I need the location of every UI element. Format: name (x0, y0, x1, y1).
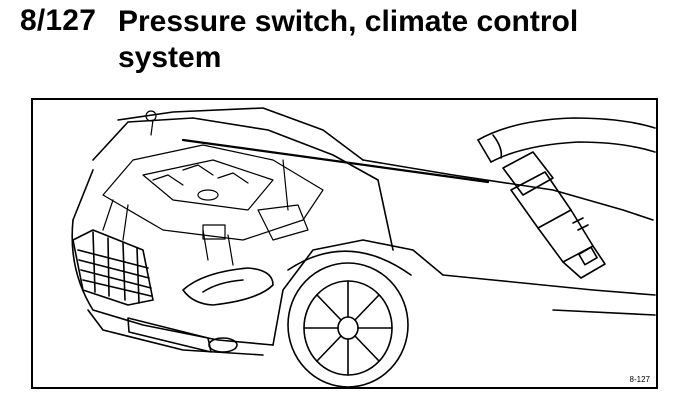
leader-line (181, 138, 490, 184)
wheel (287, 250, 412, 387)
figure-reference: 8-127 (629, 375, 650, 384)
engine-bay (102, 110, 324, 266)
pressure-switch-detail (477, 117, 656, 279)
illustration-frame: 8-127 (31, 98, 658, 389)
car-body (71, 107, 656, 356)
car-illustration (71, 107, 656, 387)
section-number: 8/127 (20, 4, 97, 37)
page-title: Pressure switch, climate control system (118, 5, 579, 74)
